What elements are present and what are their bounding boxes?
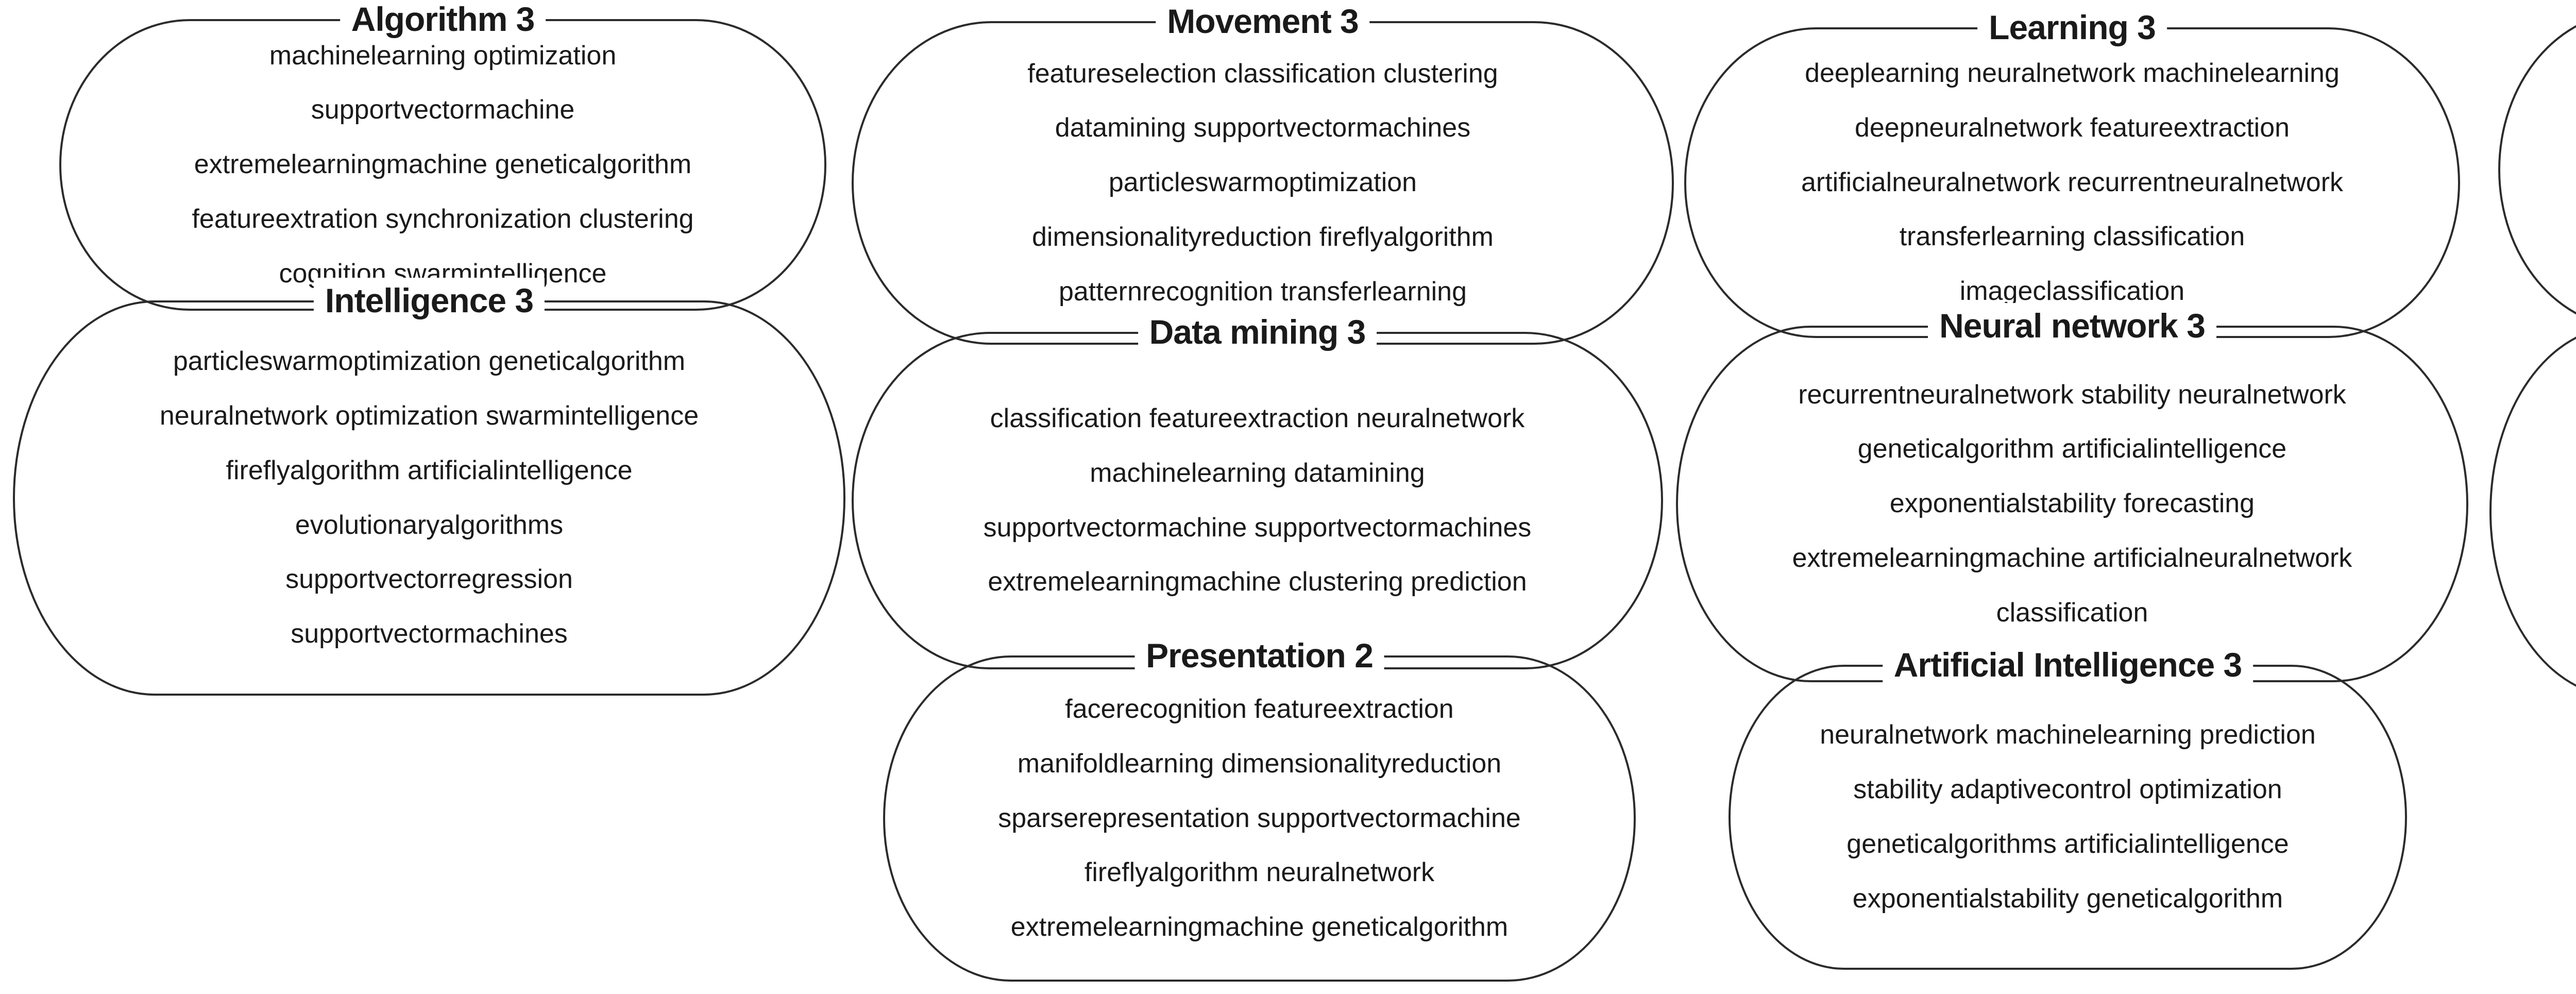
cluster-keywords: facerecognition featureextraction manifo…	[883, 655, 1636, 982]
cluster-data-mining: Data mining 3 classification featureextr…	[852, 309, 1663, 669]
cluster-title: Movement 3	[1156, 0, 1370, 44]
keyword-line: manifoldlearning dimensionalityreduction	[1017, 748, 1502, 779]
keyword-line: evolutionaryalgorithms	[295, 510, 564, 540]
keyword-line: recurrentneuralnetwork stability neuraln…	[1798, 379, 2346, 410]
keyword-line: facerecognition featureextraction	[1065, 694, 1454, 724]
cluster-optimization: Optimization 3 artificialneuralnetwork s…	[2498, 11, 2576, 329]
keyword-line: neuralnetwork machinelearning prediction	[1820, 720, 2316, 750]
keyword-line: geneticalgorithms artificialintelligence	[1846, 829, 2289, 859]
cluster-title: Learning 3	[1977, 5, 2167, 50]
cluster-algorithm: Algorithm 3 machinelearning optimization…	[59, 0, 826, 311]
keyword-line: dimensionalityreduction fireflyalgorithm	[1032, 222, 1494, 252]
cluster-psychology: Psychology 3 schizophrenia dopamine mach…	[2489, 326, 2576, 698]
keyword-line: classification featureextraction neuraln…	[990, 403, 1525, 433]
cluster-keywords: classification featureextraction neuraln…	[852, 332, 1663, 669]
cluster-keywords: artificialneuralnetwork supportvectormac…	[2498, 11, 2576, 329]
cluster-keywords: particleswarmoptimization geneticalgorit…	[13, 300, 845, 696]
keyword-line: particleswarmoptimization	[1108, 167, 1417, 198]
keyword-line: fireflyalgorithm artificialintelligence	[226, 455, 633, 485]
keyword-line: fireflyalgorithm neuralnetwork	[1084, 857, 1435, 888]
cluster-keywords: deeplearning neuralnetwork machinelearni…	[1684, 27, 2460, 338]
keyword-line: datamining supportvectormachines	[1055, 113, 1471, 143]
cluster-artificial-intelligence: Artificial Intelligence 3 neuralnetwork …	[1728, 642, 2407, 970]
keyword-line: exponentialstability forecasting	[1889, 488, 2255, 519]
keyword-line: deepneuralnetwork featureextraction	[1854, 112, 2290, 143]
keyword-line: supportvectormachine	[311, 95, 575, 125]
cluster-neural-network: Neural network 3 recurrentneuralnetwork …	[1676, 303, 2468, 682]
cluster-movement: Movement 3 featureselection classificati…	[852, 0, 1674, 345]
keyword-line: supportvectormachine supportvectormachin…	[983, 512, 1532, 543]
keyword-line: extremelearningmachine geneticalgorithm	[194, 149, 692, 180]
keyword-line: extremelearningmachine geneticalgorithm	[1010, 912, 1509, 942]
cluster-keywords: recurrentneuralnetwork stability neuraln…	[1676, 326, 2468, 682]
cluster-keywords: neuralnetwork machinelearning prediction…	[1728, 665, 2407, 970]
keyword-line: extremelearningmachine artificialneuraln…	[1792, 543, 2352, 573]
keyword-line: supportvectorregression	[285, 564, 573, 595]
keyword-line: machinelearning datamining	[1090, 458, 1425, 488]
keyword-line: stability adaptivecontrol optimization	[1853, 774, 2282, 805]
cluster-learning: Learning 3 deeplearning neuralnetwork ma…	[1684, 5, 2460, 338]
keyword-line: geneticalgorithm artificialintelligence	[1857, 434, 2287, 464]
keyword-line: supportvectormachines	[291, 619, 568, 649]
cluster-presentation: Presentation 2 facerecognition featureex…	[883, 633, 1636, 982]
keyword-line: classification	[1996, 597, 2148, 628]
keyword-line: featureselection classification clusteri…	[1027, 58, 1498, 89]
keyword-line: extremelearningmachine clustering predic…	[988, 567, 1527, 597]
cluster-keywords: schizophrenia dopamine machinelearning d…	[2489, 326, 2576, 698]
keyword-line: neuralnetwork optimization swarmintellig…	[159, 400, 699, 431]
cluster-title: Data mining 3	[1138, 309, 1377, 355]
keyword-line: transferlearning classification	[1899, 222, 2245, 252]
cluster-keywords: featureselection classification clusteri…	[852, 21, 1674, 345]
cluster-title: Artificial Intelligence 3	[1882, 642, 2253, 687]
keyword-line: sparserepresentation supportvectormachin…	[998, 803, 1521, 833]
keyword-line: deeplearning neuralnetwork machinelearni…	[1805, 58, 2340, 88]
cluster-title: Algorithm 3	[340, 0, 546, 42]
cluster-title: Intelligence 3	[313, 278, 545, 323]
cluster-intelligence: Intelligence 3 particleswarmoptimization…	[13, 278, 845, 696]
keyword-line: patternrecognition transferlearning	[1058, 276, 1467, 307]
cluster-title: Neural network 3	[1928, 303, 2216, 348]
keyword-line: exponentialstability geneticalgorithm	[1852, 883, 2283, 914]
keyword-line: featureextration synchronization cluster…	[192, 204, 694, 234]
cluster-title: Presentation 2	[1134, 633, 1384, 678]
keyword-line: machinelearning optimization	[269, 40, 617, 71]
cluster-keywords: machinelearning optimization supportvect…	[59, 19, 826, 311]
keyword-line: particleswarmoptimization geneticalgorit…	[173, 346, 686, 377]
keyword-line: artificialneuralnetwork recurrentneuraln…	[1801, 167, 2344, 197]
keyword-line: imageclassification	[1959, 276, 2185, 307]
